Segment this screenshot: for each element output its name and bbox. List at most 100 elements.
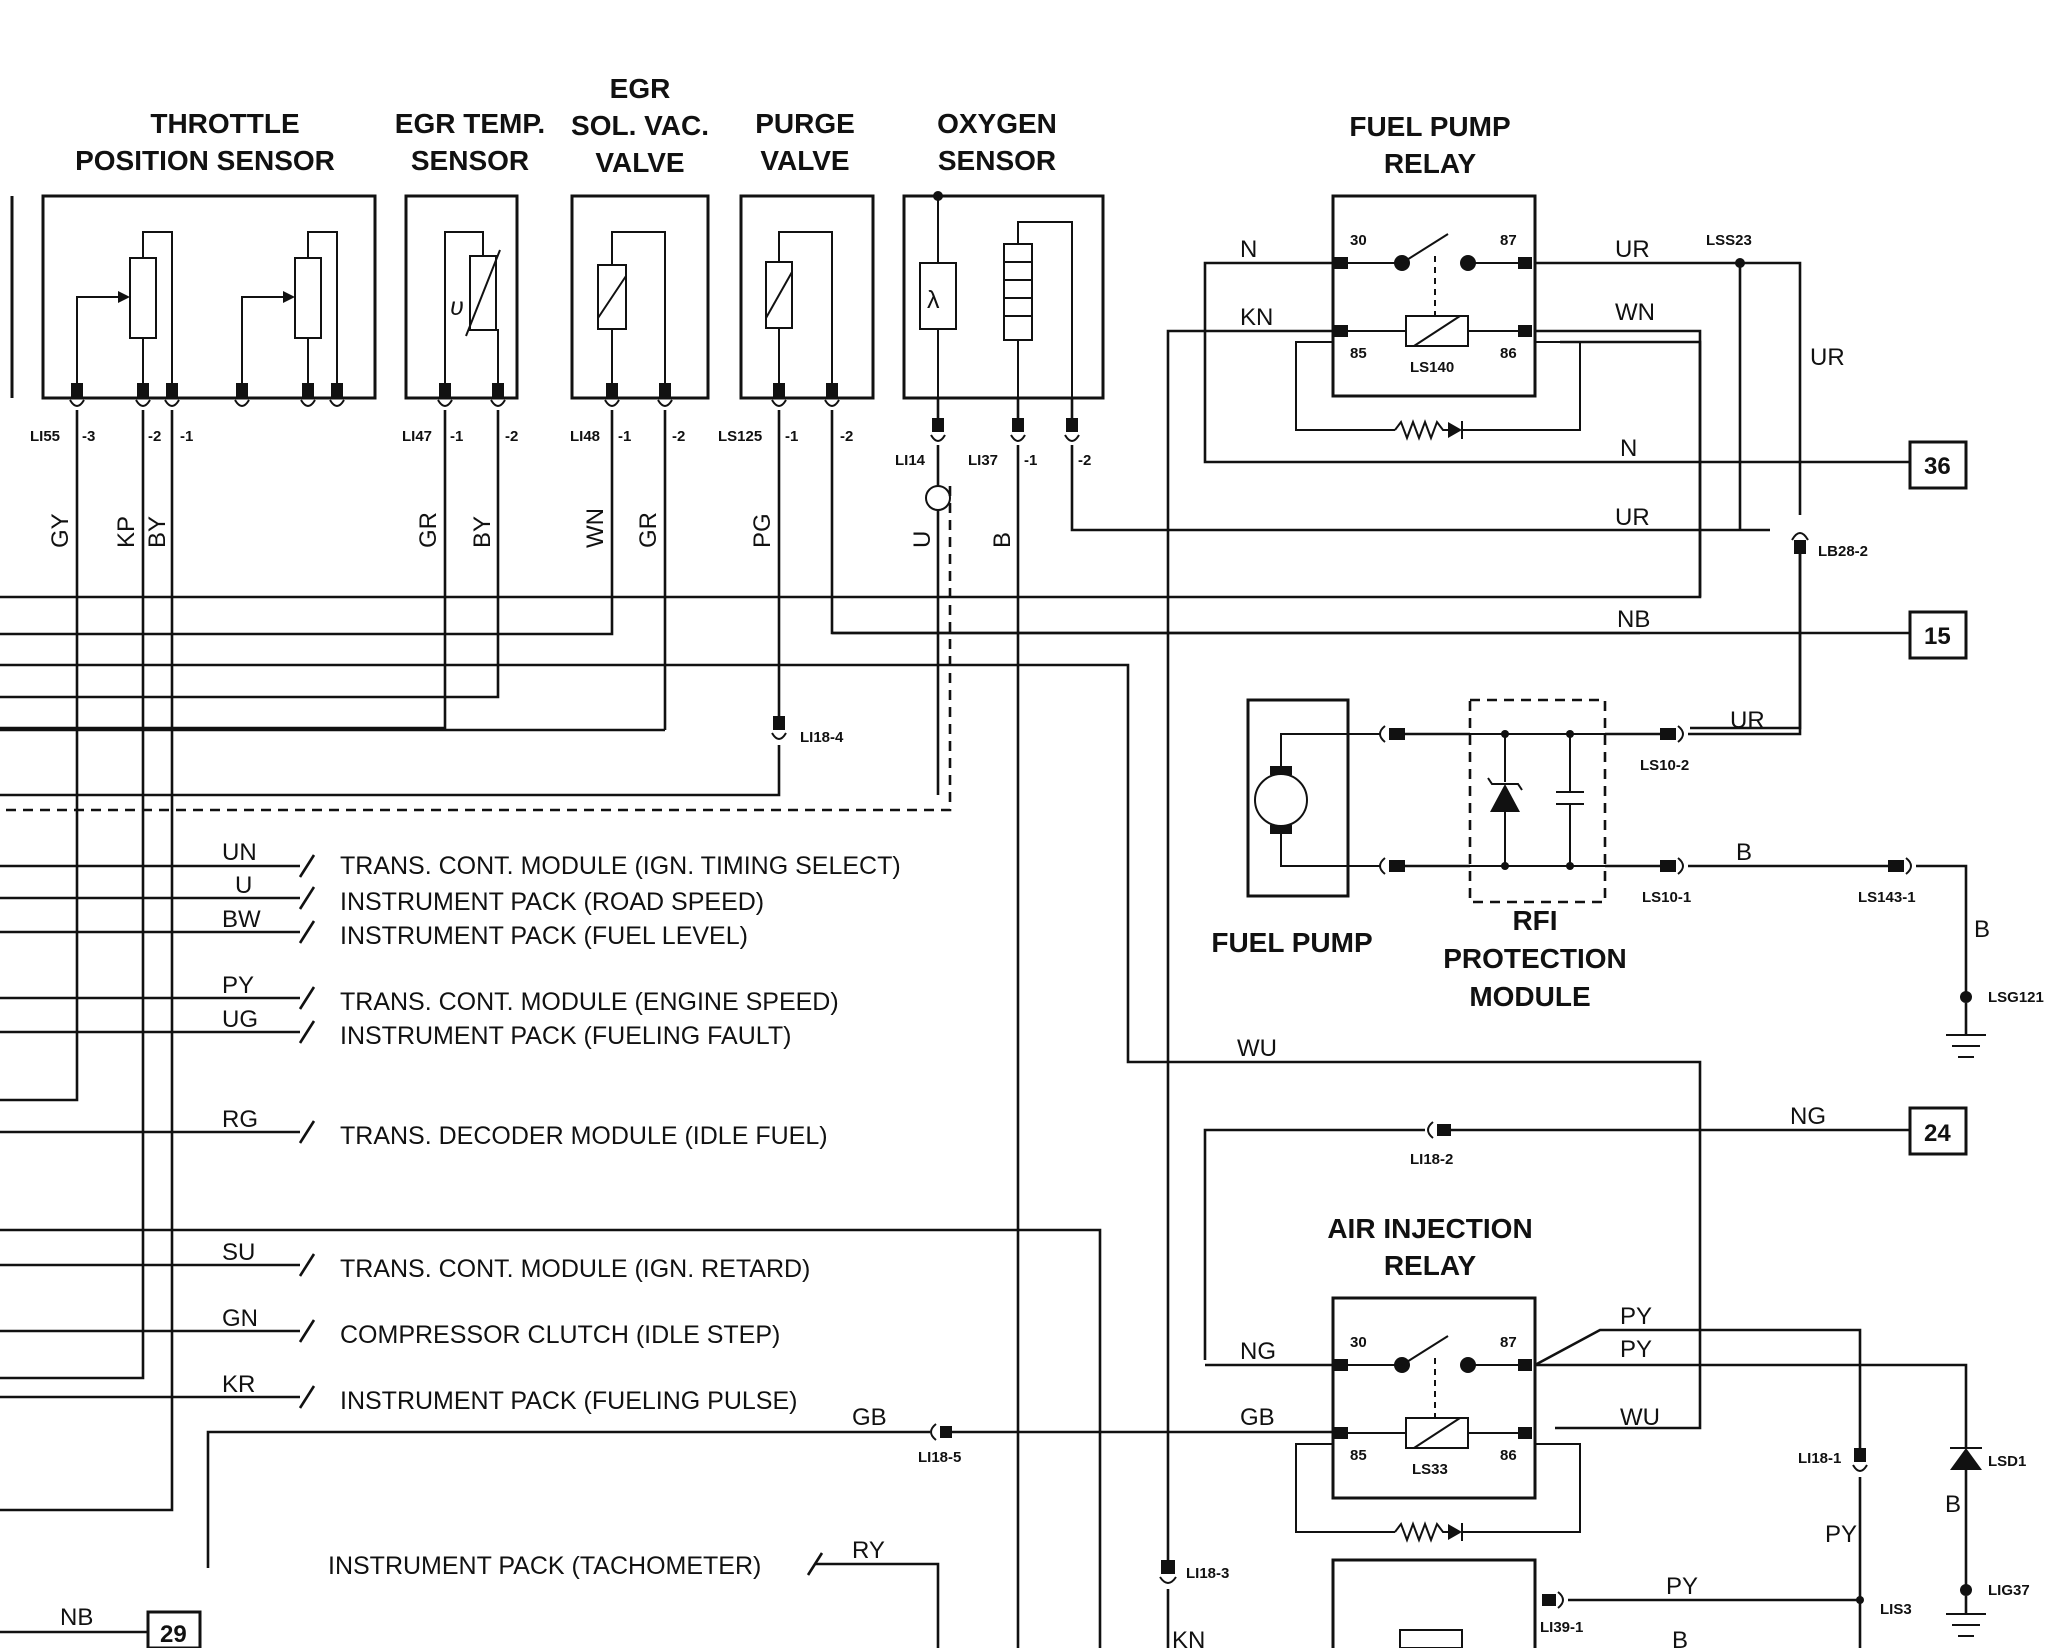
purge-connector: LS125 — [718, 428, 762, 445]
component-titles: THROTTLE POSITION SENSOR EGR TEMP. SENSO… — [75, 73, 1627, 1281]
tachometer-label: INSTRUMENT PACK (TACHOMETER) — [328, 1552, 761, 1580]
connector-li18-5: LI18-5 — [918, 1449, 961, 1466]
signal-wire-un: UN — [222, 839, 257, 866]
oxygen-pin-1: -1 — [1024, 452, 1037, 469]
signal-wire-ug: UG — [222, 1006, 258, 1033]
fpr-wiring: N KN UR WN LSS23 UR N UR 36 LB28-2 NB 15 — [832, 232, 1968, 1560]
potentiometer-1 — [129, 257, 157, 339]
air-relay-coil-label: LS33 — [1412, 1461, 1448, 1478]
connector-li18-2: LI18-2 — [1410, 1151, 1453, 1168]
rfi-title-1: RFI — [1512, 905, 1557, 936]
wire-u-oxygen: U — [909, 531, 936, 548]
egr-temp-pin-2: -2 — [505, 428, 518, 445]
connector-lb28-2: LB28-2 — [1818, 543, 1868, 560]
throttle-sensor-box — [41, 194, 377, 400]
wire-kn-bottom: KN — [1172, 1627, 1205, 1648]
throttle-pin-2: -2 — [148, 428, 161, 445]
wire-gb-relay: GB — [1240, 1404, 1275, 1431]
terminal-36 — [1908, 440, 1968, 490]
tachometer-wire: RY — [852, 1537, 885, 1564]
connector-ls3: LIS3 — [1880, 1601, 1912, 1618]
signal-wire-bw: BW — [222, 906, 261, 933]
wire-ng-relay: NG — [1240, 1338, 1276, 1365]
connector-li18-4: LI18-4 — [800, 729, 844, 746]
fuel-pump-relay: 30 87 85 86 LS140 — [1295, 194, 1581, 441]
purge-valve-title-2: VALVE — [760, 145, 849, 176]
wire-b-ground: B — [1974, 916, 1990, 943]
sensor-wire-bus: LI18-4 — [0, 340, 1770, 1648]
wire-py-2: PY — [1620, 1336, 1652, 1363]
terminal-29 — [146, 1610, 202, 1648]
wire-by: BY — [144, 516, 171, 548]
egr-temp-pin-1: -1 — [450, 428, 463, 445]
signal-label-idle-step: COMPRESSOR CLUTCH (IDLE STEP) — [340, 1321, 780, 1349]
egr-valve-pin-2: -2 — [672, 428, 685, 445]
wire-wu-relay: WU — [1620, 1404, 1660, 1431]
signal-label-road-speed: INSTRUMENT PACK (ROAD SPEED) — [340, 888, 764, 916]
wire-by-egr: BY — [469, 516, 496, 548]
purge-pin-2: -2 — [840, 428, 853, 445]
oxygen-connector-1: LI14 — [895, 452, 926, 469]
connector-li18-3: LI18-3 — [1186, 1565, 1229, 1582]
rfi-title-3: MODULE — [1469, 981, 1590, 1012]
wire-n-top: N — [1240, 236, 1257, 263]
gb-and-29: GB LI18-5 29 NB — [0, 1404, 1330, 1648]
wire-nb-15: NB — [1617, 606, 1650, 633]
wire-b-oxygen: B — [989, 532, 1016, 548]
wire-b-rfi: B — [1736, 839, 1752, 866]
rfi-box — [1468, 698, 1607, 904]
air-relay-title-1: AIR INJECTION — [1327, 1213, 1532, 1244]
wire-kn: KN — [1240, 304, 1273, 331]
oxygen-pin-2: -2 — [1078, 452, 1091, 469]
bottom-partial: LI18-3 KN LI39-1 PY B — [1159, 1558, 1860, 1648]
wire-ur-right: UR — [1810, 344, 1845, 371]
wire-b-diode: B — [1945, 1491, 1961, 1518]
air-relay-box — [1331, 1296, 1537, 1500]
egr-temp-sensor: υ LI47 -1 -2 GR BY — [402, 194, 519, 548]
connector-lss23: LSS23 — [1706, 232, 1752, 249]
air-injection-relay: 30 87 85 86 LS33 — [1295, 1296, 1581, 1543]
air-term-87: 87 — [1500, 1334, 1517, 1351]
fuel-pump-relay-title-2: RELAY — [1384, 148, 1477, 179]
fuel-pump-motor — [1254, 773, 1308, 827]
air-relay-title-2: RELAY — [1384, 1250, 1477, 1281]
signal-label-engine-speed: TRANS. CONT. MODULE (ENGINE SPEED) — [340, 988, 839, 1016]
throttle-position-sensor: LI55 -3 -2 -1 GY KP BY — [10, 194, 377, 548]
wire-pg: PG — [749, 513, 776, 548]
wire-ur-rfi: UR — [1730, 707, 1765, 734]
purge-pin-1: -1 — [785, 428, 798, 445]
connector-ls10-2: LS10-2 — [1640, 757, 1689, 774]
egr-valve-box — [570, 194, 710, 400]
signal-label-fueling-fault: INSTRUMENT PACK (FUELING FAULT) — [340, 1022, 791, 1050]
connector-li39-1: LI39-1 — [1540, 1619, 1583, 1636]
wire-py-down: PY — [1825, 1521, 1857, 1548]
egr-sol-vac-valve: LI48 -1 -2 WN GR — [570, 194, 710, 548]
connector-ls10-1: LS10-1 — [1642, 889, 1691, 906]
fpr-coil-label: LS140 — [1410, 359, 1454, 376]
wu-ng-wiring: WU LI18-2 NG 24 — [1203, 1035, 1968, 1360]
signal-label-fuel-level: INSTRUMENT PACK (FUEL LEVEL) — [340, 922, 748, 950]
signal-wire-su: SU — [222, 1239, 255, 1266]
egr-valve-title-1: EGR — [610, 73, 671, 104]
connector-ls143-1: LS143-1 — [1858, 889, 1916, 906]
throttle-pin-3: -3 — [82, 428, 95, 445]
fuel-pump-box — [1246, 698, 1350, 898]
signal-wire-py: PY — [222, 972, 254, 999]
egr-temp-title-2: SENSOR — [411, 145, 529, 176]
connector-lsd1: LSD1 — [1988, 1453, 2026, 1470]
wire-b-bottom: B — [1672, 1627, 1688, 1648]
terminal-15 — [1908, 610, 1968, 660]
rfi-wiring: LS10-2 UR LS10-1 B LS143-1 B LSG121 — [1605, 554, 2044, 1058]
egr-temp-sensor-box — [404, 194, 519, 400]
throttle-sensor-title-2: POSITION SENSOR — [75, 145, 335, 176]
purge-valve-title-1: PURGE — [755, 108, 855, 139]
signal-label-fueling-pulse: INSTRUMENT PACK (FUELING PULSE) — [340, 1387, 797, 1415]
egr-valve-title-2: SOL. VAC. — [571, 110, 709, 141]
fuel-pump — [1246, 698, 1380, 898]
wire-gr-egr: GR — [415, 512, 442, 548]
wire-gb-left: GB — [852, 1404, 887, 1431]
fuel-pump-title: FUEL PUMP — [1211, 927, 1372, 958]
oxygen-connector-2: LI37 — [968, 452, 998, 469]
rfi-title-2: PROTECTION — [1443, 943, 1627, 974]
